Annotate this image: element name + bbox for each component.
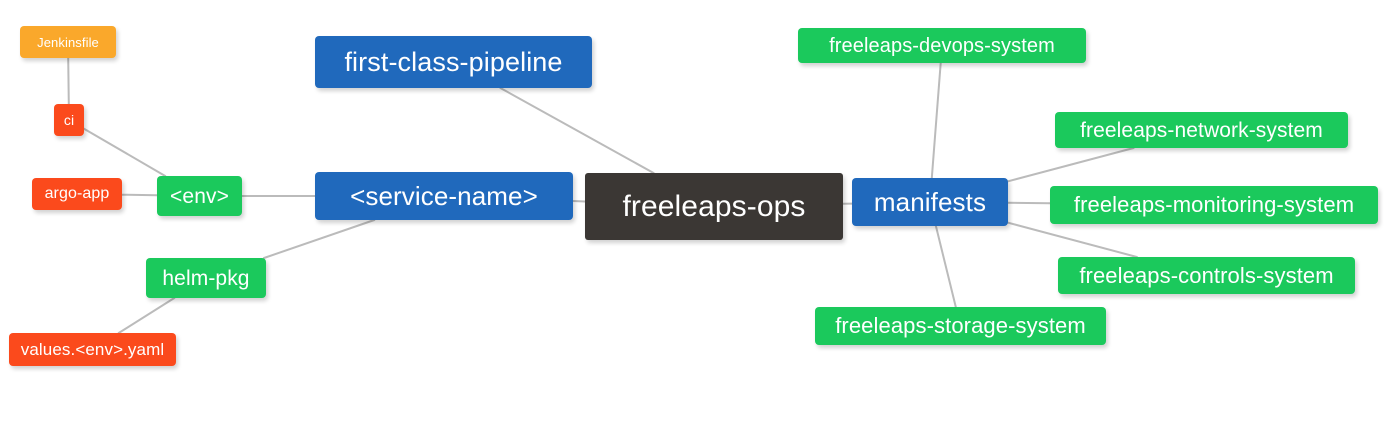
node-freeleaps-devops-system[interactable]: freeleaps-devops-system xyxy=(798,28,1086,63)
edge-manifests-devops_system xyxy=(930,62,942,179)
node-freeleaps-controls-system-label: freeleaps-controls-system xyxy=(1079,262,1334,288)
node-jenkinsfile[interactable]: Jenkinsfile xyxy=(20,26,116,58)
edge-manifests-network_system xyxy=(1007,147,1135,183)
edge-ci-jenkinsfile xyxy=(67,57,70,105)
edge-root-service_name xyxy=(572,200,586,203)
node-env[interactable]: <env> xyxy=(157,176,242,216)
edge-service_name-helm_pkg xyxy=(263,219,376,259)
node-argo-app[interactable]: argo-app xyxy=(32,178,122,210)
node-helm-pkg[interactable]: helm-pkg xyxy=(146,258,266,298)
node-freeleaps-devops-system-label: freeleaps-devops-system xyxy=(829,34,1055,57)
node-service-name-label: <service-name> xyxy=(350,181,538,211)
node-first-class-pipeline[interactable]: first-class-pipeline xyxy=(315,36,592,88)
node-values-yaml[interactable]: values.<env>.yaml xyxy=(9,333,176,366)
node-ci[interactable]: ci xyxy=(54,104,84,136)
node-freeleaps-monitoring-system-label: freeleaps-monitoring-system xyxy=(1073,192,1355,217)
edge-env-ci xyxy=(83,127,167,177)
node-ci-label: ci xyxy=(63,112,75,128)
node-manifests-label: manifests xyxy=(873,187,987,217)
node-helm-pkg-label: helm-pkg xyxy=(162,266,250,290)
node-freeleaps-network-system-label: freeleaps-network-system xyxy=(1080,118,1323,142)
node-freeleaps-monitoring-system[interactable]: freeleaps-monitoring-system xyxy=(1050,186,1378,224)
node-env-label: <env> xyxy=(170,184,229,208)
node-root-label: freeleaps-ops xyxy=(622,189,806,223)
edge-manifests-monitoring_system xyxy=(1007,201,1051,205)
node-freeleaps-network-system[interactable]: freeleaps-network-system xyxy=(1055,112,1348,148)
node-argo-app-label: argo-app xyxy=(44,185,110,202)
node-freeleaps-storage-system[interactable]: freeleaps-storage-system xyxy=(815,307,1106,345)
node-service-name[interactable]: <service-name> xyxy=(315,172,573,220)
node-root-freeleaps-ops[interactable]: freeleaps-ops xyxy=(585,173,843,240)
node-first-class-pipeline-label: first-class-pipeline xyxy=(344,46,563,77)
node-freeleaps-storage-system-label: freeleaps-storage-system xyxy=(835,313,1086,338)
edge-helm_pkg-values_yaml xyxy=(117,297,176,334)
node-freeleaps-controls-system[interactable]: freeleaps-controls-system xyxy=(1058,257,1355,294)
edge-manifests-controls_system xyxy=(1007,221,1138,258)
node-values-yaml-label: values.<env>.yaml xyxy=(20,340,165,359)
edge-root-first_class_pipeline xyxy=(499,87,655,174)
edge-env-argo_app xyxy=(121,193,158,197)
node-jenkinsfile-label: Jenkinsfile xyxy=(37,34,99,50)
edge-manifests-storage_system xyxy=(934,225,957,308)
node-manifests[interactable]: manifests xyxy=(852,178,1008,226)
